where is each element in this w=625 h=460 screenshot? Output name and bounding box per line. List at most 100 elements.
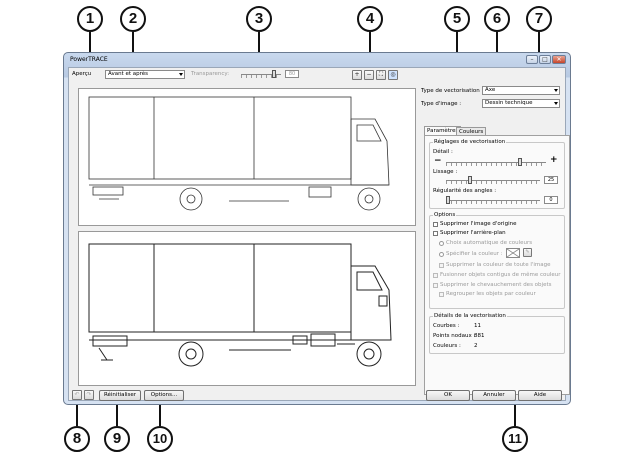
help-button[interactable]: Aide [518,390,562,401]
window-title: PowerTRACE [70,56,108,63]
corner-slider[interactable] [446,196,540,204]
detail-label: Détail : [433,149,453,155]
truck-original-drawing [88,96,390,211]
delete-original-label: Supprimer l'image d'origine [440,221,517,227]
callout-11: 11 [502,426,528,452]
callout-9: 9 [104,426,130,452]
image-type-value: Dessin technique [485,100,533,106]
corner-label: Régularité des angles : [433,188,497,194]
remove-overlap-label: Supprimer le chevauchement des objets [440,282,552,288]
detail-plus-icon[interactable]: + [550,155,558,165]
remove-background-checkbox[interactable] [433,231,438,236]
smoothing-label: Lissage : [433,169,458,175]
remove-background-label: Supprimer l'arrière-plan [440,230,506,236]
callout-8: 8 [64,426,90,452]
preview-before[interactable] [78,88,416,226]
tracing-group-title: Réglages de vectorisation [433,139,507,145]
curves-value: 11 [474,323,481,329]
truck-traced-drawing [88,243,392,367]
auto-color-radio[interactable] [439,241,444,246]
chevron-down-icon [179,73,183,76]
transparency-track [241,74,281,75]
colors-value: 2 [474,343,478,349]
leader-8 [76,398,78,426]
detail-thumb[interactable] [518,158,522,166]
reset-button[interactable]: Réinitialiser [99,390,141,401]
trace-type-select[interactable]: Axe [482,86,560,95]
tracing-settings-group: Réglages de vectorisation Détail : − + L… [429,139,565,209]
pan-icon[interactable]: ◎ [388,70,398,80]
detail-minus-icon[interactable]: − [434,156,442,166]
corner-track [446,200,540,201]
detail-slider[interactable] [446,158,546,166]
zoom-in-icon[interactable]: + [352,70,362,80]
callout-4: 4 [357,6,383,32]
specify-color-radio[interactable] [439,252,444,257]
callout-1: 1 [77,6,103,32]
zoom-out-icon[interactable]: − [364,70,374,80]
delete-original-checkbox[interactable] [433,222,438,227]
maximize-icon[interactable]: □ [539,55,551,64]
image-type-select[interactable]: Dessin technique [482,99,560,108]
color-swatch-none[interactable] [506,248,520,258]
close-icon[interactable]: ✕ [552,55,566,64]
leader-3 [258,32,260,68]
callout-2: 2 [120,6,146,32]
trace-type-label: Type de vectorisation : [421,88,484,94]
corner-thumb[interactable] [446,196,450,204]
auto-color-label: Choix automatique de couleurs [446,240,533,246]
detail-ticks [446,163,546,166]
eyedropper-icon[interactable]: ✎ [523,248,532,257]
curves-label: Courbes : [433,323,460,329]
merge-adjacent-label: Fusionner objets contigus de même couleu… [440,272,561,278]
preview-label: Aperçu [72,71,92,77]
options-button[interactable]: Options... [144,390,184,401]
specify-color-label: Spécifier la couleur : [446,251,503,257]
trace-details-group: Détails de la vectorisation Courbes : 11… [429,313,565,354]
ok-button[interactable]: OK [426,390,470,401]
cancel-button[interactable]: Annuler [472,390,516,401]
leader-4 [369,32,371,68]
corner-ticks [446,201,540,204]
nodes-label: Points nodaux : [433,333,476,339]
merge-adjacent-checkbox[interactable] [433,273,438,278]
callout-3: 3 [246,6,272,32]
group-by-color-checkbox[interactable] [439,292,444,297]
preview-after[interactable] [78,231,416,386]
chevron-down-icon [554,89,558,92]
fit-icon[interactable]: ⛶ [376,70,386,80]
leader-2 [132,32,134,62]
chevron-down-icon [554,102,558,105]
transparency-thumb[interactable] [272,70,276,78]
smoothing-thumb[interactable] [468,176,472,184]
colors-label: Couleurs : [433,343,461,349]
group-by-color-label: Regrouper les objets par couleur [446,291,536,297]
transparency-ticks [241,75,281,78]
transparency-slider[interactable] [241,70,281,78]
smoothing-track [446,180,540,181]
remove-color-everywhere-checkbox[interactable] [439,263,444,268]
smoothing-ticks [446,181,540,184]
transparency-value[interactable]: 80 [285,70,299,78]
smoothing-value[interactable]: 25 [544,176,558,184]
callout-7: 7 [526,6,552,32]
undo-icon[interactable]: ↶ [72,390,82,400]
callout-6: 6 [484,6,510,32]
preview-mode-value: Avant et après [108,71,148,77]
detail-track [446,162,546,163]
minimize-icon[interactable]: – [526,55,538,64]
callout-10: 10 [147,426,173,452]
trace-type-value: Axe [485,87,496,93]
transparency-label: Transparency: [191,71,230,77]
smoothing-slider[interactable] [446,176,540,184]
redo-icon[interactable]: ↷ [84,390,94,400]
nodes-value: 881 [474,333,485,339]
details-group-title: Détails de la vectorisation [433,313,507,319]
image-type-label: Type d'image : [421,101,462,107]
corner-value[interactable]: 0 [544,196,558,204]
tab-couleurs[interactable]: Couleurs [456,127,487,136]
remove-color-everywhere-label: Supprimer la couleur de toute l'image [446,262,551,268]
dialog-client: Aperçu Avant et après Transparency: 80 +… [68,67,570,401]
remove-overlap-checkbox[interactable] [433,283,438,288]
preview-mode-select[interactable]: Avant et après [105,70,185,79]
